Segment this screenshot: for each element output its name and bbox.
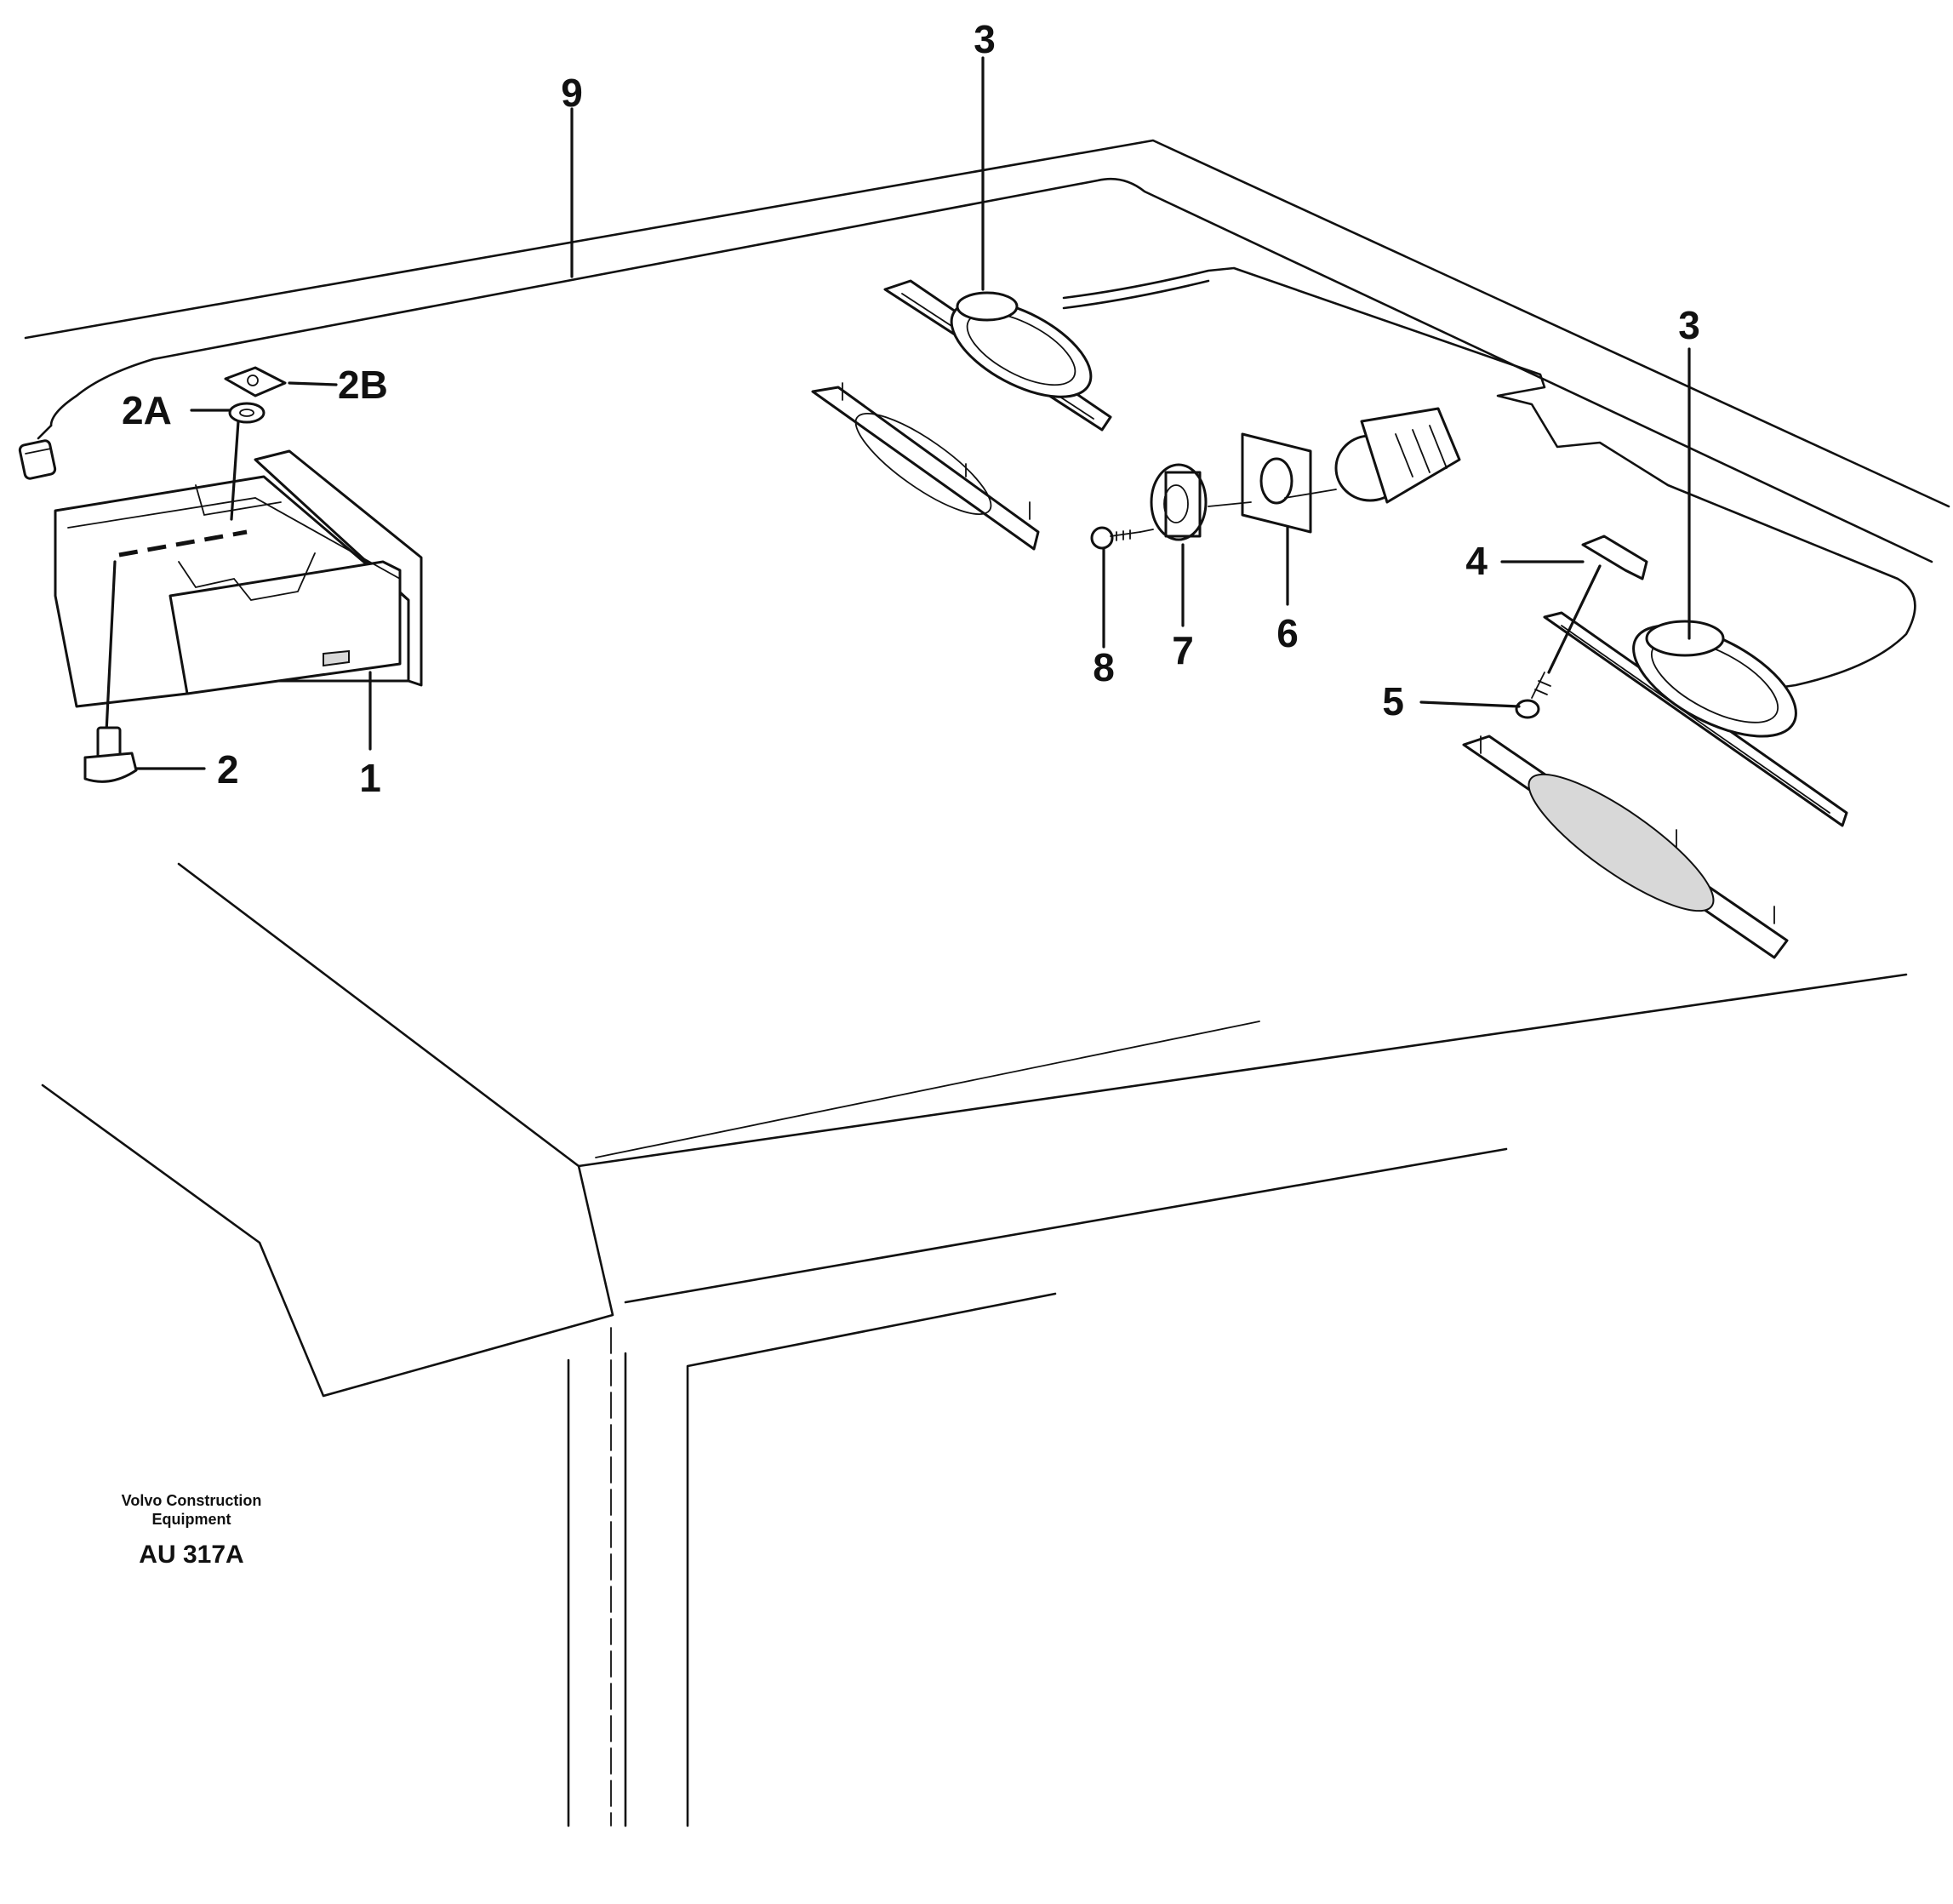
speaker-grille-right <box>1462 735 1789 959</box>
callout-3-right: 3 <box>1678 303 1700 347</box>
connector-plug <box>18 424 57 480</box>
speaker-left <box>883 279 1112 432</box>
callout-3-left: 3 <box>974 17 996 61</box>
callout-2a: 2A <box>122 388 172 432</box>
callout-2b: 2B <box>338 363 388 407</box>
company-caption: Volvo Construction Equipment <box>94 1491 289 1529</box>
callout-9: 9 <box>561 71 583 115</box>
company-line-2: Equipment <box>151 1511 231 1528</box>
callout-2: 2 <box>217 747 239 792</box>
wiring-harness <box>1062 266 1916 695</box>
clip-and-screw <box>1515 535 1648 719</box>
company-line-1: Volvo Construction <box>121 1492 262 1509</box>
socket-group <box>1090 432 1337 550</box>
callout-leaders <box>134 56 1691 770</box>
speaker-right <box>1543 611 1848 827</box>
callout-7: 7 <box>1172 628 1194 672</box>
radio-compartment-box <box>54 449 423 708</box>
fasteners-2 <box>83 366 287 783</box>
callout-5: 5 <box>1382 679 1404 723</box>
drawing-code: AU 317A <box>139 1541 244 1569</box>
callout-8: 8 <box>1093 645 1115 689</box>
callout-4: 4 <box>1465 539 1488 583</box>
harness-connector <box>1334 407 1461 504</box>
callout-6: 6 <box>1276 611 1299 655</box>
speaker-grille-left <box>811 382 1040 551</box>
callout-1: 1 <box>359 756 381 800</box>
cab-roof-outline <box>24 139 1950 1827</box>
callout-labels: 9 3 3 2B 2A 2 1 4 5 6 7 8 <box>122 17 1700 800</box>
